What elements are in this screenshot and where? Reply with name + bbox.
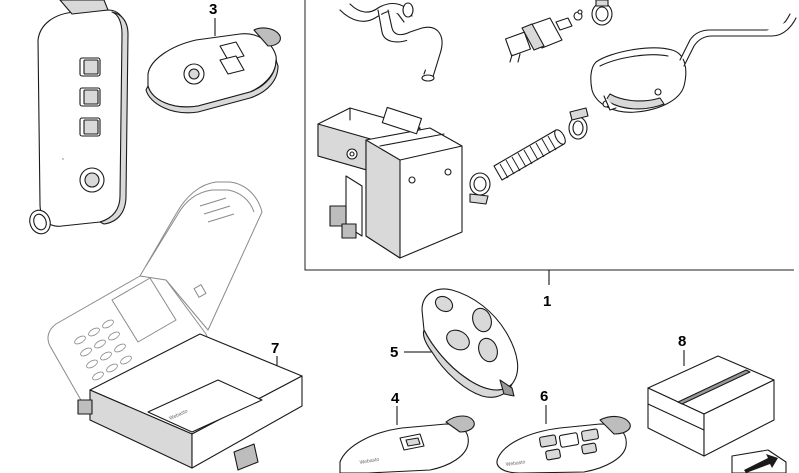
clamp-lower-icon xyxy=(469,172,491,205)
hose-clamp-icon xyxy=(591,0,613,26)
heater-kit-group xyxy=(304,0,797,285)
arrow-icon xyxy=(731,449,787,473)
svg-text:Webasto: Webasto xyxy=(359,457,380,466)
callout-7: 7 xyxy=(271,340,279,357)
callout-8: 8 xyxy=(678,333,686,350)
svg-text:Webasto: Webasto xyxy=(505,459,526,468)
callout-4: 4 xyxy=(391,390,400,407)
key-fob-icon: * xyxy=(29,0,129,235)
flip-phone-icon xyxy=(47,181,263,412)
callout-6: 6 xyxy=(540,388,548,405)
heater-unit-icon xyxy=(317,106,463,259)
coolant-hose-icon xyxy=(339,2,443,82)
exhaust-silencer-icon xyxy=(590,13,797,113)
remote-fob-4-icon: Webasto xyxy=(339,415,475,473)
remote-fob-6-icon: Webasto xyxy=(496,415,631,473)
exhaust-pipe-icon xyxy=(493,129,566,181)
callout-3: 3 xyxy=(209,1,217,18)
group-frame xyxy=(304,0,794,271)
remote-fob-icon xyxy=(145,27,281,114)
callout-5: 5 xyxy=(390,344,398,361)
fuel-pump-icon xyxy=(504,9,583,63)
callout-1: 1 xyxy=(543,293,551,310)
remote-fob-5-icon xyxy=(421,288,519,398)
svg-text:*: * xyxy=(62,158,64,164)
package-icon xyxy=(647,355,775,457)
control-unit-icon: Webasto xyxy=(77,333,303,471)
pipe-clamp-icon xyxy=(568,107,589,140)
